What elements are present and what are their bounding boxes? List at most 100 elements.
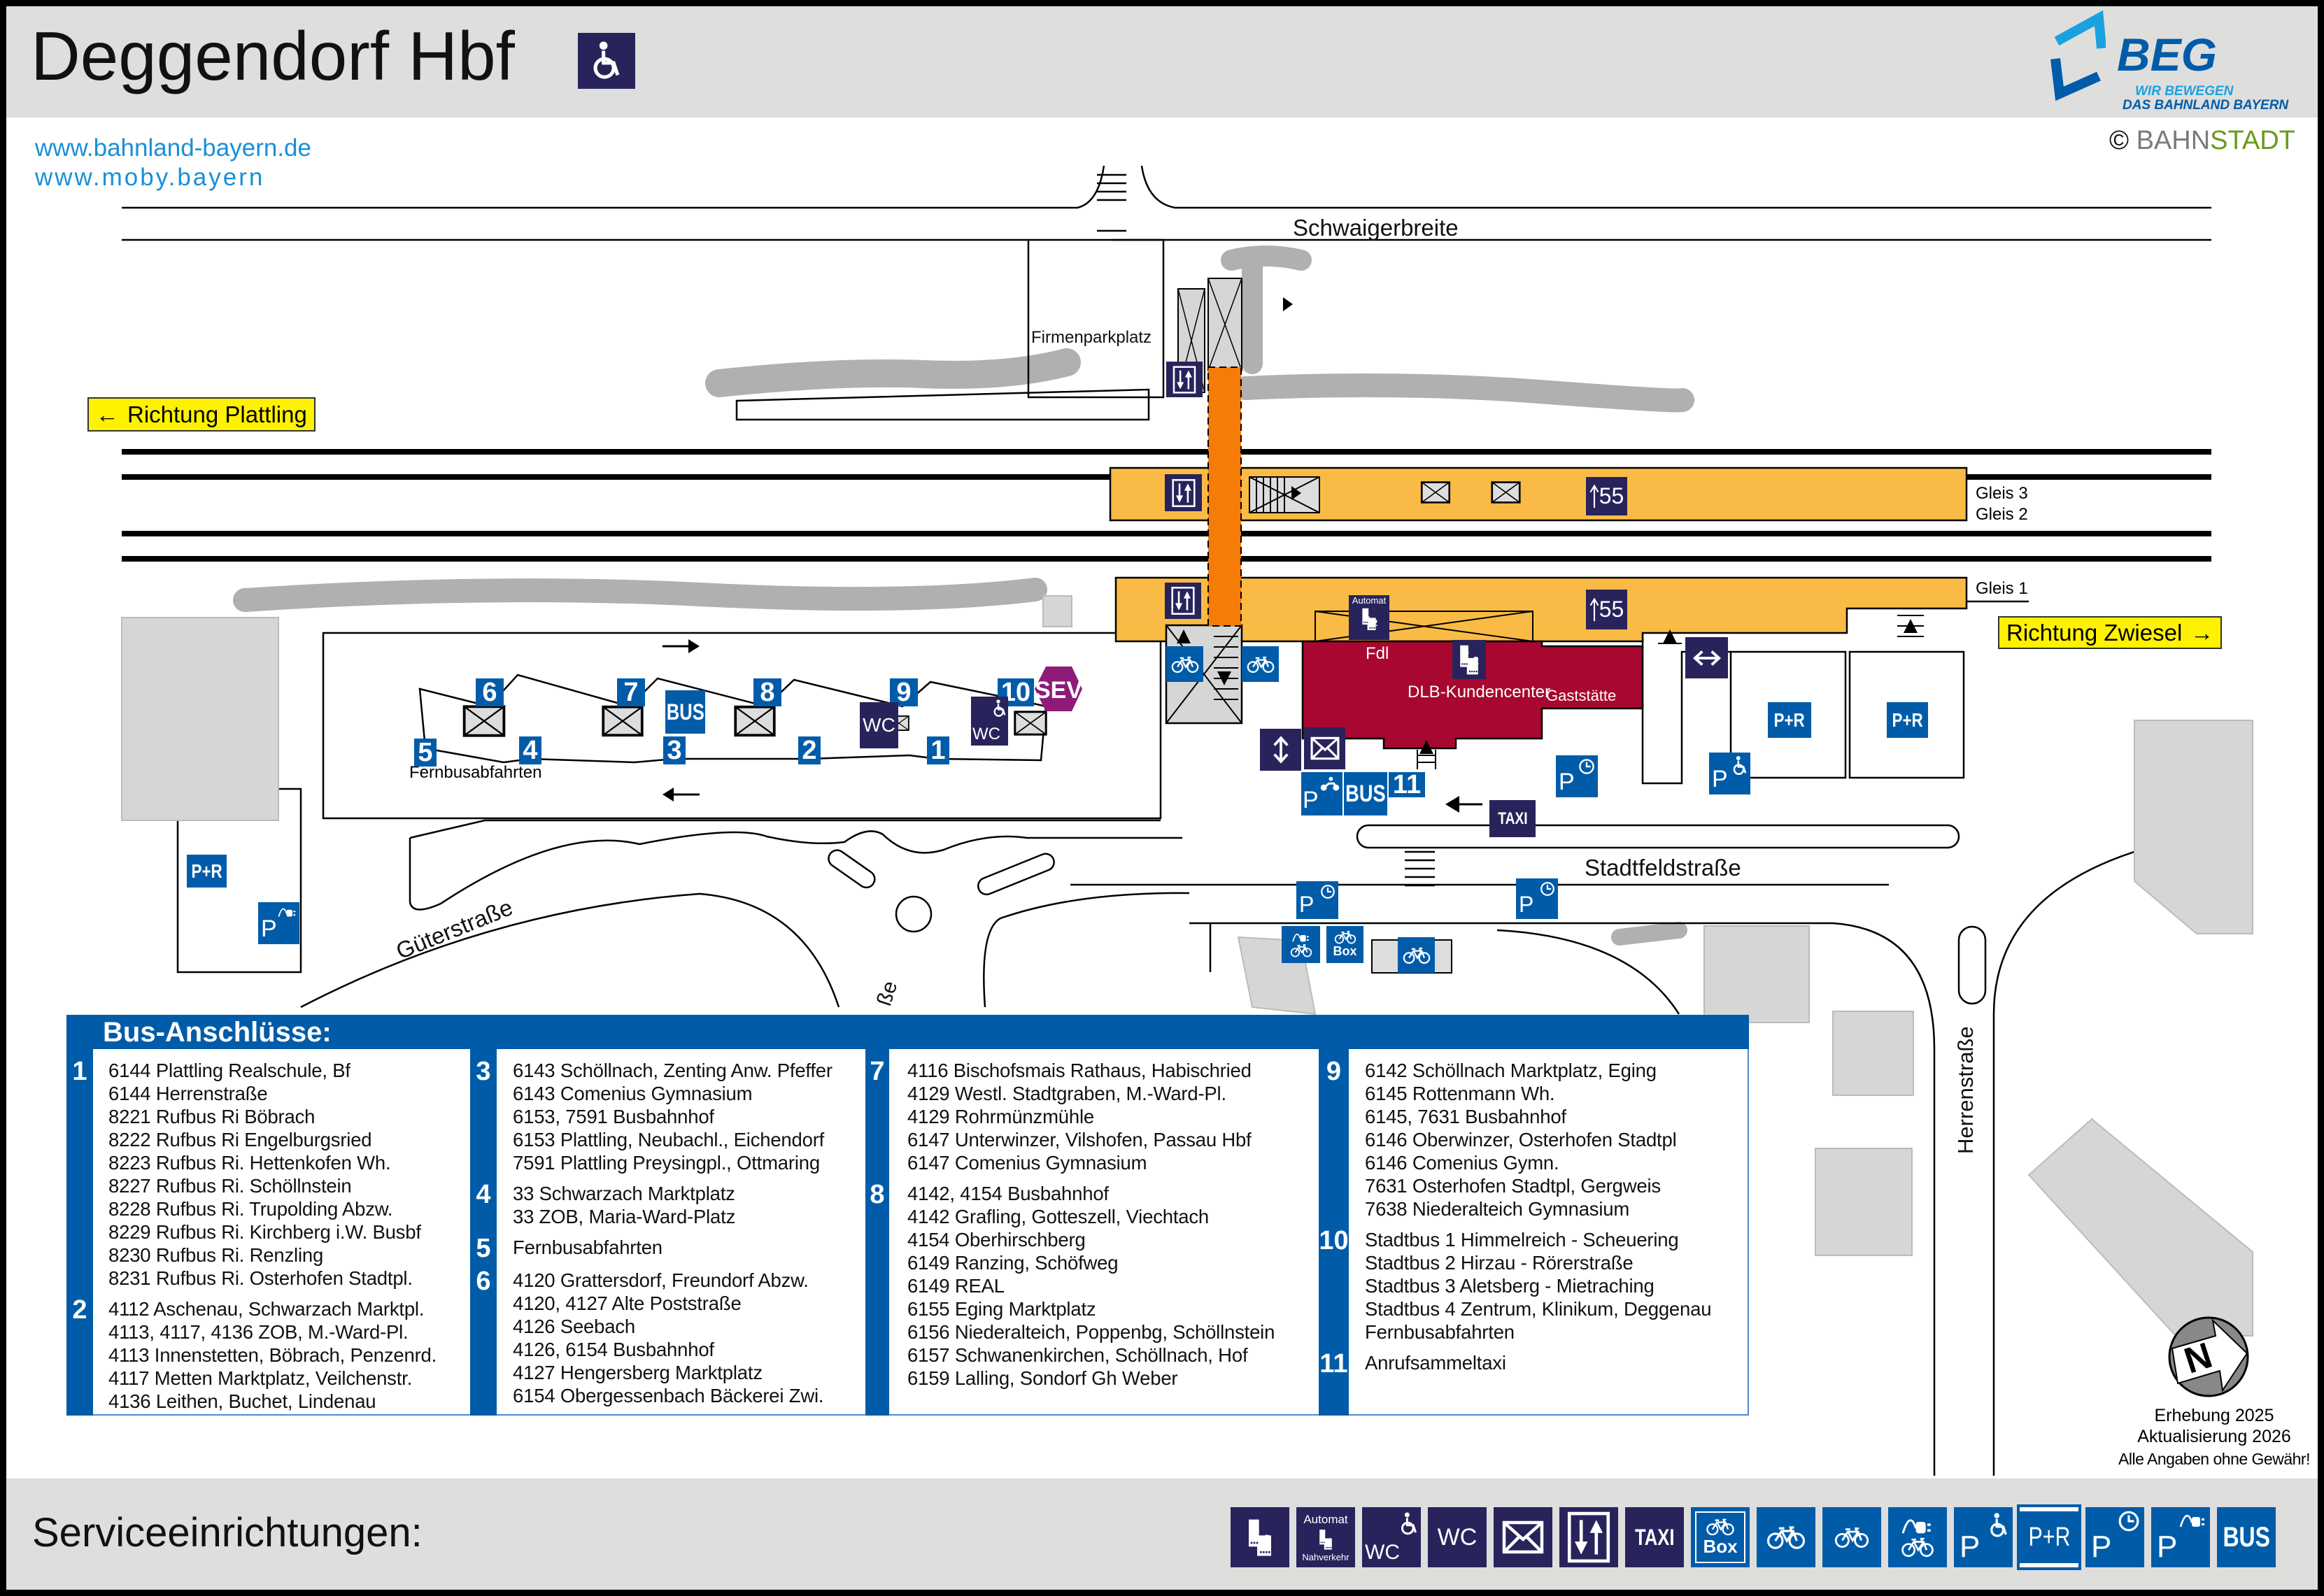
bus-stop-11: 11 bbox=[1389, 770, 1425, 799]
bus-stop-number: 1 bbox=[72, 1057, 87, 1086]
bus-connections-title: Bus-Anschlüsse: bbox=[66, 1015, 1749, 1050]
short-term-parking-icon: P bbox=[2085, 1507, 2144, 1567]
bus-stop-number: 4 bbox=[476, 1180, 491, 1209]
bus-column-bar bbox=[66, 1049, 93, 1416]
platform-height-label: 55 bbox=[1599, 597, 1624, 622]
bus-line: 33 Schwarzach Marktplatz bbox=[513, 1183, 735, 1204]
nahverkehr-label: Nahverkehr bbox=[1302, 1551, 1349, 1562]
bike-box-label: Box bbox=[1703, 1535, 1738, 1557]
copyright-symbol: © bbox=[2109, 126, 2129, 155]
bus-connections-table bbox=[66, 1049, 1749, 1416]
beg-logo-text: BEG bbox=[2117, 29, 2218, 80]
elevator-icon[interactable] bbox=[1166, 362, 1203, 397]
sev-badge bbox=[1035, 667, 1082, 711]
bus-stop-2: 2 bbox=[798, 736, 821, 765]
bus-icon-label: BUS bbox=[2223, 1521, 2270, 1553]
platform-height-label: 55 bbox=[1599, 483, 1624, 508]
bus-stop-number: 8 bbox=[870, 1180, 885, 1209]
bike-box-label: Box bbox=[1333, 944, 1357, 958]
link-bahnland-bayern[interactable]: www.bahnland-bayern.de bbox=[35, 134, 311, 162]
park-and-ride-icon: P+R bbox=[2017, 1504, 2081, 1570]
arrow-up-icon bbox=[1904, 619, 1918, 633]
bus-column-bar bbox=[865, 1049, 889, 1416]
survey-year: Erhebung 2025 bbox=[2154, 1406, 2274, 1425]
bus-stop-6: 6 bbox=[476, 678, 504, 707]
taxi-icon-label: TAXI bbox=[1634, 1524, 1675, 1550]
bus-stop-5: 5 bbox=[414, 738, 437, 767]
bus-line: 8230 Rufbus Ri. Renzling bbox=[108, 1244, 324, 1266]
bus-stop-3: 3 bbox=[663, 736, 686, 765]
wc-accessible-icon: WC bbox=[971, 697, 1008, 746]
bus-stop-number: 10 bbox=[1319, 1226, 1349, 1255]
bus-line-list: 4120 Grattersdorf, Freundorf Abzw.4120, … bbox=[513, 1269, 824, 1407]
compass bbox=[2168, 1316, 2249, 1397]
bus-line: 4142 Grafling, Gotteszell, Viechtach bbox=[907, 1206, 1210, 1227]
ticket-digit: 2 bbox=[1473, 655, 1479, 667]
bus-line: 6143 Schöllnach, Zenting Anw. Pfeffer bbox=[513, 1060, 832, 1081]
parking-label: P bbox=[1519, 892, 1534, 917]
elevator-icon[interactable] bbox=[1165, 583, 1201, 619]
park-and-ride-label: P+R bbox=[1773, 708, 1806, 731]
bus-line: 4154 Oberhirschberg bbox=[907, 1229, 1086, 1251]
bus-line: 4127 Hengersberg Marktplatz bbox=[513, 1362, 763, 1383]
bus-line: Anrufsammeltaxi bbox=[1365, 1352, 1506, 1374]
parking-label: P bbox=[1299, 892, 1315, 917]
parking-label: P bbox=[2157, 1530, 2178, 1564]
kundencenter-label: DLB-Kundencenter bbox=[1408, 683, 1550, 701]
bus-line-list: 4112 Aschenau, Schwarzach Marktpl.4113, … bbox=[108, 1297, 437, 1413]
direction-zwiesel: Richtung Zwiesel→ bbox=[1998, 616, 2223, 649]
bus-column-bar bbox=[1319, 1049, 1349, 1416]
bus-line: 8221 Rufbus Ri Böbrach bbox=[108, 1106, 316, 1127]
bike-parking-icon bbox=[1822, 1507, 1881, 1567]
bus-line-list: Anrufsammeltaxi bbox=[1365, 1351, 1506, 1376]
arrow-down-icon bbox=[1217, 671, 1231, 685]
parking-label: P bbox=[1303, 787, 1319, 813]
direction-arrows bbox=[663, 297, 1918, 813]
bus-line: 6149 Ranzing, Schöfweg bbox=[907, 1252, 1119, 1274]
parking-label: P bbox=[1960, 1530, 1981, 1564]
bus-line: 4112 Aschenau, Schwarzach Marktpl. bbox=[108, 1298, 425, 1320]
ticket-digit: 1 bbox=[1365, 609, 1370, 620]
link-moby-bayern[interactable]: www.moby.bayern bbox=[35, 164, 265, 191]
street-partial-label: ße bbox=[872, 978, 902, 1009]
bus-line: 6143 Comenius Gymnasium bbox=[513, 1083, 753, 1104]
updown-arrow-icon bbox=[1260, 729, 1301, 771]
lockers-icon bbox=[1494, 1507, 1552, 1567]
bus-line: 8231 Rufbus Ri. Osterhofen Stadtpl. bbox=[108, 1267, 413, 1289]
bus-stop-number: 3 bbox=[476, 1057, 491, 1086]
bus-stop-7: 7 bbox=[617, 678, 645, 707]
bus-icon: BUS bbox=[665, 690, 705, 734]
bus-line: 4126 Seebach bbox=[513, 1316, 635, 1337]
header-bar bbox=[0, 0, 2324, 117]
taxi-icon: TAXI bbox=[1489, 800, 1536, 837]
bus-line: 4120 Grattersdorf, Freundorf Abzw. bbox=[513, 1269, 809, 1291]
bus-icon: BUS bbox=[1344, 772, 1387, 815]
street-schwaigerbreite: Schwaigerbreite bbox=[1293, 215, 1459, 241]
bus-line: 6146 Oberwinzer, Osterhofen Stadtpl bbox=[1365, 1129, 1677, 1150]
bus-line: 6147 Comenius Gymnasium bbox=[907, 1152, 1147, 1174]
disabled-parking-icon: P bbox=[1709, 753, 1750, 795]
motorbike-parking-icon: P bbox=[1301, 772, 1342, 815]
wheelchair-accessible-icon bbox=[578, 33, 635, 89]
beg-tagline-1: WIR BEWEGEN bbox=[2135, 84, 2234, 99]
elevator-icon[interactable] bbox=[1165, 474, 1202, 511]
platform-gleis-1 bbox=[1114, 576, 1968, 643]
bus-icon-label: BUS bbox=[1345, 780, 1386, 807]
bus-bays bbox=[418, 674, 1047, 764]
bus-line: 7591 Plattling Preysingpl., Ottmaring bbox=[513, 1152, 820, 1174]
bus-line: 8229 Rufbus Ri. Kirchberg i.W. Busbf bbox=[108, 1221, 421, 1243]
bus-line: 6153, 7591 Busbahnhof bbox=[513, 1106, 714, 1127]
bus-line: 8227 Rufbus Ri. Schöllnstein bbox=[108, 1175, 352, 1197]
